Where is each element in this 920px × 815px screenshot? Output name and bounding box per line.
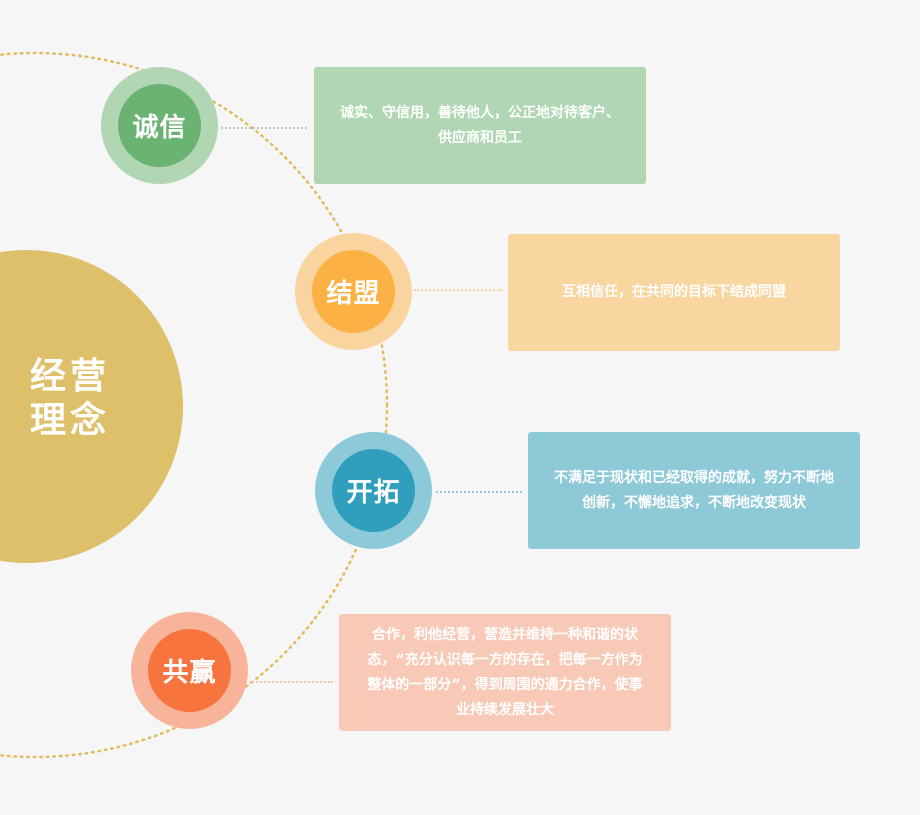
node-alliance-label: 结盟 (312, 250, 395, 333)
center-title: 经营理念 (30, 356, 111, 441)
card-alliance: 互相信任，在共同的目标下结成同盟 (508, 234, 840, 351)
node-win-win-label: 共赢 (148, 629, 231, 712)
node-win-win: 共赢 (131, 612, 248, 729)
card-alliance-text: 互相信任，在共同的目标下结成同盟 (562, 284, 786, 300)
connector-4 (249, 681, 333, 683)
card-win-win: 合作，利他经营，营造并维持一种和谐的状态，“充分认识每一方的存在，把每一方作为整… (339, 614, 671, 731)
node-pioneering: 开拓 (315, 432, 432, 549)
card-integrity: 诚实、守信用，善待他人，公正地对待客户、供应商和员工 (314, 67, 646, 184)
orbit-ring (0, 51, 389, 759)
connector-3 (436, 491, 522, 493)
node-integrity: 诚信 (101, 67, 218, 184)
card-integrity-text: 诚实、守信用，善待他人，公正地对待客户、供应商和员工 (340, 104, 620, 146)
connector-2 (414, 289, 502, 291)
card-pioneering-text: 不满足于现状和已经取得的成就，努力不断地创新，不懈地追求，不断地改变现状 (554, 469, 834, 511)
node-integrity-label: 诚信 (118, 84, 201, 167)
card-pioneering: 不满足于现状和已经取得的成就，努力不断地创新，不懈地追求，不断地改变现状 (528, 432, 860, 549)
card-win-win-text: 合作，利他经营，营造并维持一种和谐的状态，“充分认识每一方的存在，把每一方作为整… (367, 626, 643, 718)
node-alliance: 结盟 (295, 233, 412, 350)
node-pioneering-label: 开拓 (332, 449, 415, 532)
connector-1 (221, 127, 307, 129)
